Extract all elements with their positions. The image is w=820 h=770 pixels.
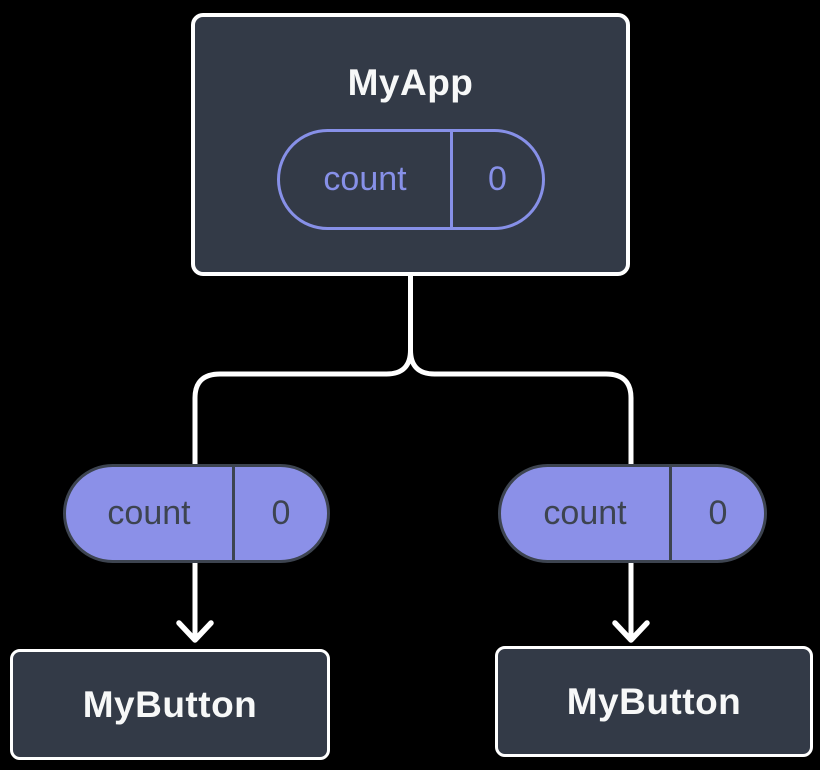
state-value: 0 bbox=[232, 467, 327, 560]
child-component-card-left: MyButton bbox=[10, 649, 330, 760]
root-state-pill: count 0 bbox=[277, 129, 545, 230]
component-title: MyApp bbox=[347, 62, 474, 103]
branch-right-line bbox=[408, 272, 634, 640]
state-name: count bbox=[543, 494, 627, 532]
branch-left-line bbox=[192, 272, 413, 640]
arrow-down-icon bbox=[176, 620, 214, 643]
state-name: count bbox=[107, 494, 191, 532]
state-name: count bbox=[323, 160, 407, 198]
root-component-card: MyApp count 0 bbox=[191, 13, 630, 276]
prop-pill-right: count 0 bbox=[498, 464, 767, 563]
component-title: MyButton bbox=[566, 680, 742, 722]
child-component-card-right: MyButton bbox=[495, 646, 813, 757]
component-title: MyButton bbox=[82, 683, 258, 725]
state-value: 0 bbox=[669, 467, 764, 560]
prop-pill-left: count 0 bbox=[63, 464, 330, 563]
state-value: 0 bbox=[450, 132, 542, 227]
arrow-down-icon bbox=[612, 620, 650, 643]
